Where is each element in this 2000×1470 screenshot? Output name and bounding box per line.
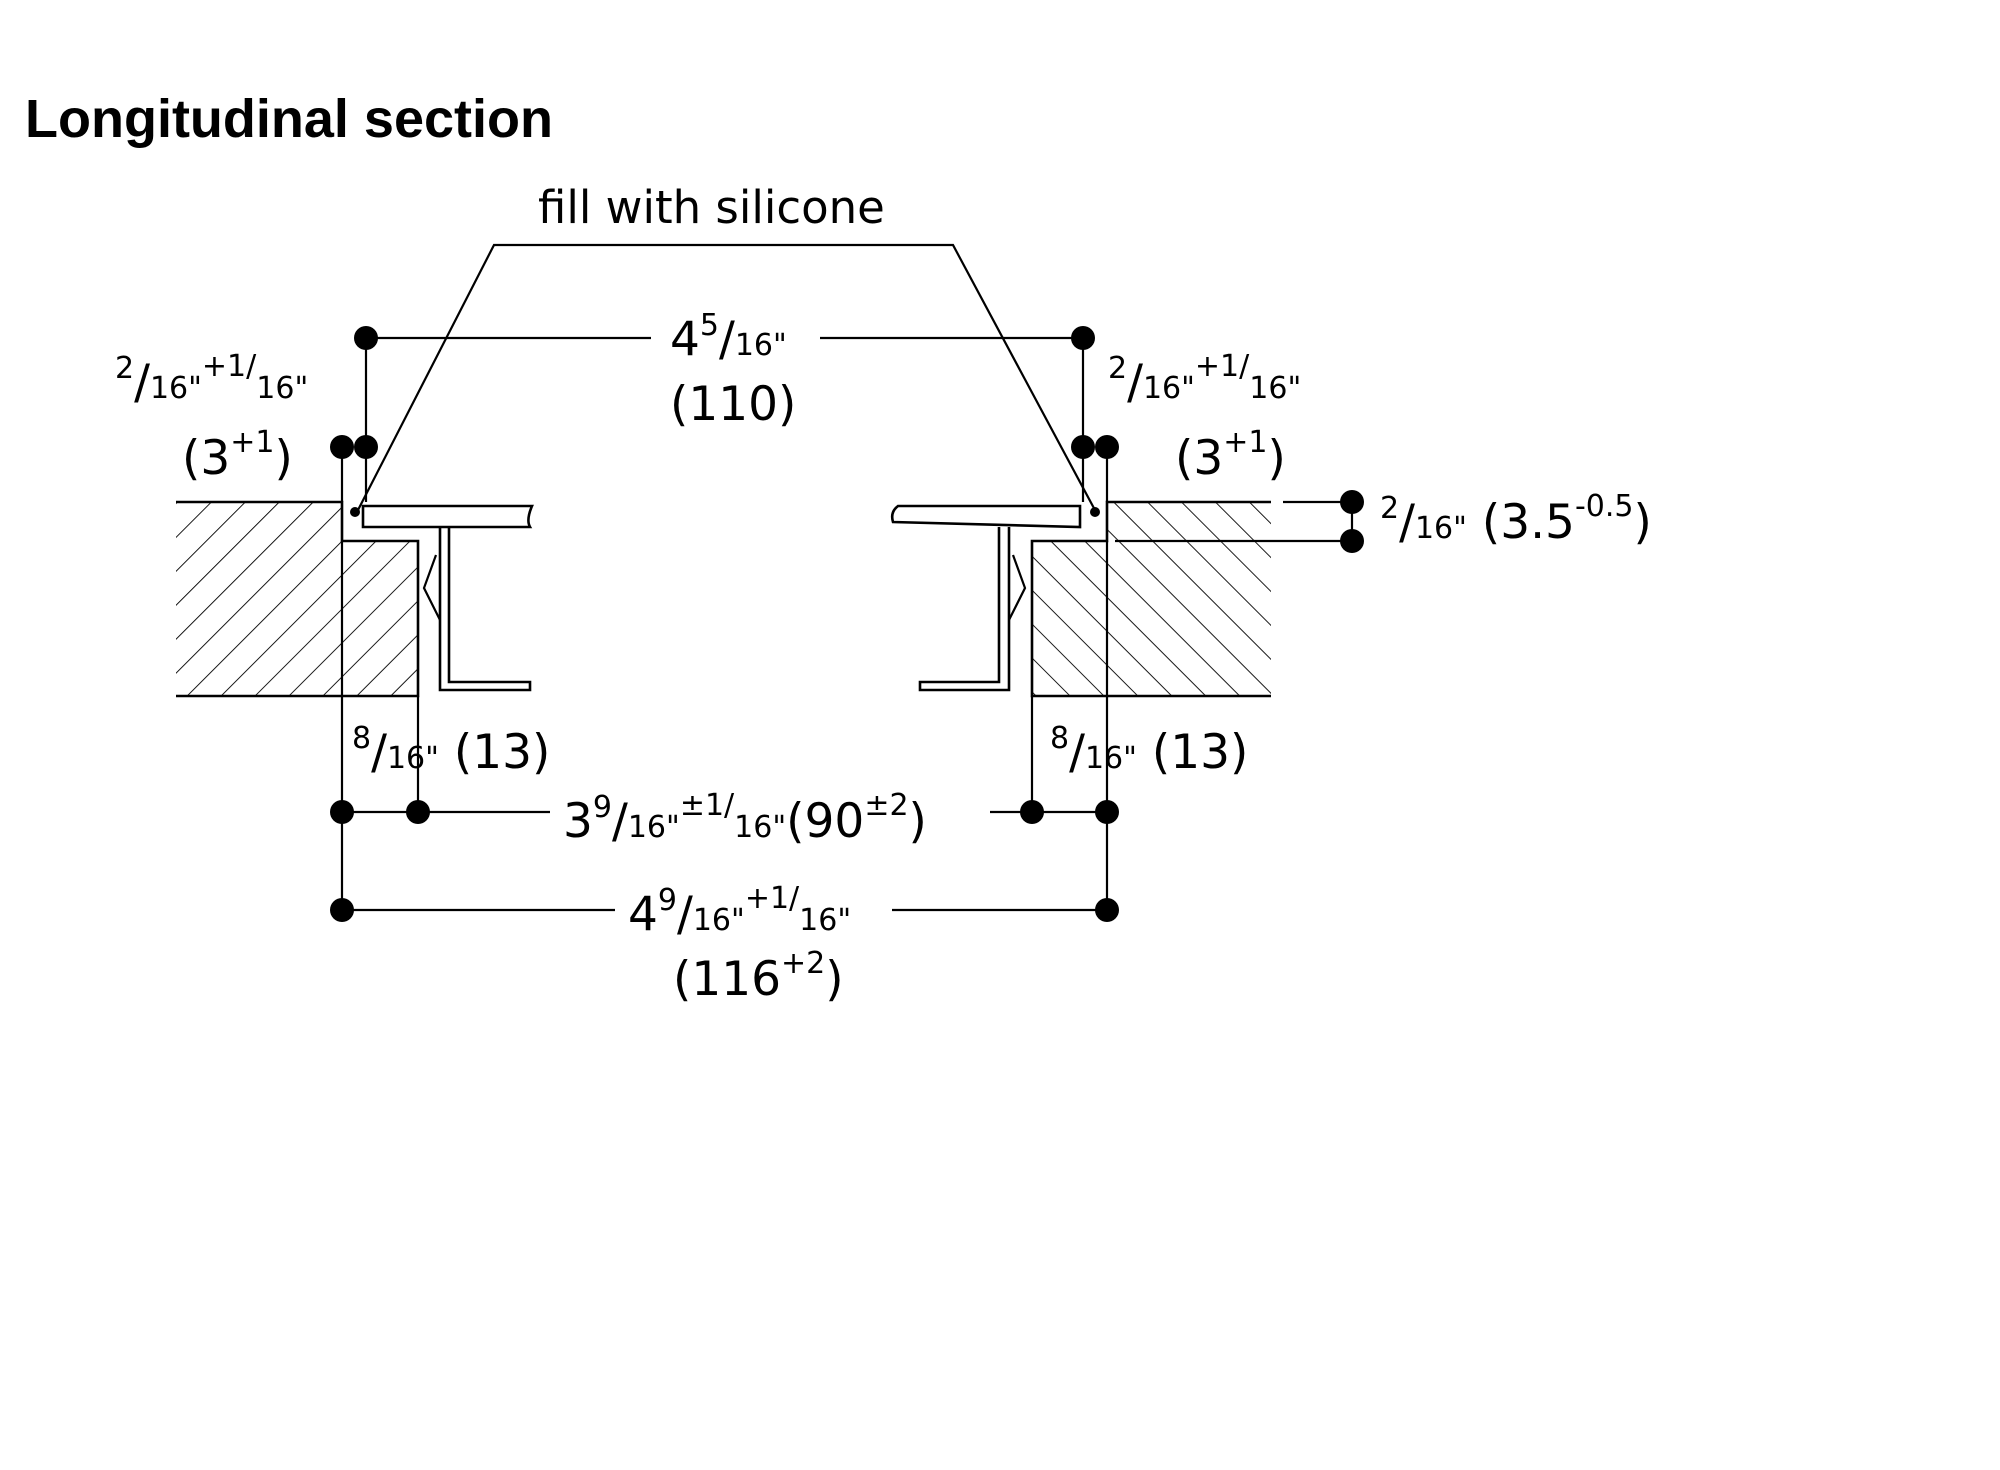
dim-gap-right-mm: (3+1) <box>1175 425 1286 486</box>
countertop-left <box>176 500 420 698</box>
page-title: Longitudinal section <box>25 89 553 149</box>
appliance-profile-left <box>361 504 534 692</box>
dim-gap-left-label: 2/16"+1/16" <box>115 349 308 410</box>
silicone-leader <box>356 243 1097 513</box>
silicone-point-left <box>350 507 360 517</box>
silicone-point-right <box>1090 507 1100 517</box>
dim-thickness: 2/16" (3.5-0.5) <box>1340 489 1652 553</box>
dim-cutout-width: 49/16"+1/16" (116+2) <box>330 881 1119 1007</box>
dim-gap-left: 2/16"+1/16" (3+1) <box>115 349 378 486</box>
dim-gap-left-mm: (3+1) <box>182 425 293 486</box>
dim-cutout-width-label: 49/16"+1/16" <box>628 881 851 942</box>
dim-top-width-mm: (110) <box>670 377 796 432</box>
dim-lip-right-label: 8/16" (13) <box>1050 721 1248 780</box>
silicone-note: fill with silicone <box>538 181 885 234</box>
dim-cutout-width-mm: (116+2) <box>673 946 844 1007</box>
dim-gap-right: 2/16"+1/16" (3+1) <box>1071 349 1301 486</box>
dim-top-width-label: 45/16" <box>670 308 787 367</box>
dim-thickness-label: 2/16" (3.5-0.5) <box>1380 489 1652 550</box>
dim-inner-width: 39/16"±1/16"(90±2) <box>330 788 1119 849</box>
dim-top-width: 45/16" (110) <box>354 308 1095 432</box>
dim-gap-right-label: 2/16"+1/16" <box>1108 349 1301 410</box>
dim-lip-left-label: 8/16" (13) <box>352 721 550 780</box>
countertop-right <box>1030 500 1271 698</box>
appliance-profile-right <box>890 504 1082 692</box>
dim-inner-width-label: 39/16"±1/16"(90±2) <box>563 788 927 849</box>
